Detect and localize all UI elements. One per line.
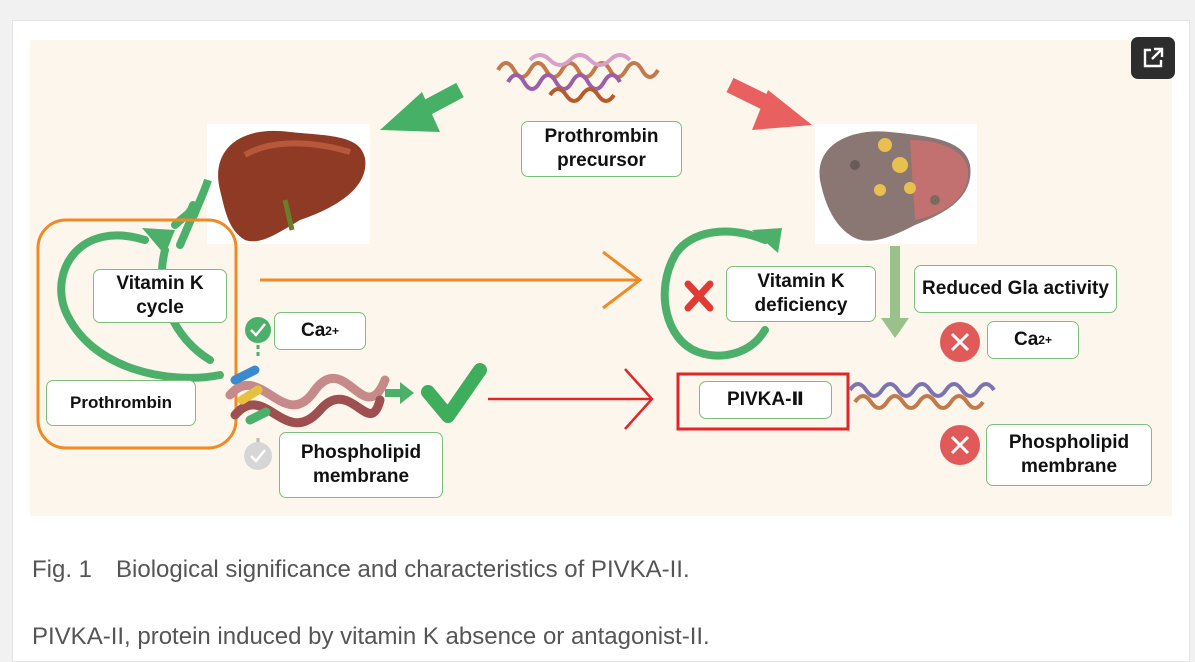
label-phospholipid-right: Phospholipid membrane [986,424,1152,486]
red-arrow-line [488,368,654,430]
label-vitamin-k-deficiency: Vitamin K deficiency [726,266,876,322]
cycle-arrowhead-icon [142,228,175,255]
label-reduced-gla: Reduced Gla activity [914,265,1117,313]
calcium-text: Ca [301,320,326,342]
label-vitamin-k-cycle: Vitamin K cycle [93,269,227,323]
cross-icon [940,322,980,362]
check-icon [245,317,271,343]
cross-icon [684,280,714,312]
precursor-protein-icon [496,53,660,103]
orange-arrow-icon [260,250,643,310]
external-link-icon [1143,47,1164,68]
diseased-liver-icon [815,124,977,244]
caption-text: Biological significance and characterist… [116,556,690,583]
highlight-red-frame [676,372,850,431]
label-pivka: PIVKA-Ⅱ [699,381,832,419]
cycle-arrowhead-icon [752,228,782,253]
pivka-protein-icon [848,382,996,410]
green-arrow-icon [380,82,464,132]
figure-diagram: Prothrombin precursor Vitamin K cycle Pr… [30,40,1172,516]
cross-icon [940,425,980,465]
abbreviation-note: PIVKA-II, protein induced by vitamin K a… [32,623,710,650]
label-prothrombin: Prothrombin [46,380,196,426]
green-arrow-icon [385,382,414,404]
check-icon [244,442,272,470]
down-arrow-icon [881,246,909,338]
calcium-superscript: 2+ [325,323,339,338]
highlight-orange-frame [36,218,238,450]
figure-caption: Fig. 1 Biological significance and charac… [32,556,690,584]
label-prothrombin-precursor: Prothrombin precursor [521,121,682,177]
label-phospholipid-left: Phospholipid membrane [279,432,443,498]
prothrombin-protein-icon [225,365,390,428]
healthy-liver-icon [207,124,370,244]
deficiency-cycle-arrow [660,227,769,360]
calcium-superscript: 2+ [1038,332,1052,347]
open-external-button[interactable] [1131,37,1175,79]
calcium-text: Ca [1014,329,1039,351]
figure-number: Fig. 1 [32,556,93,583]
red-arrow-icon [726,77,812,130]
big-check-icon [421,363,487,423]
diagram-artwork [36,53,996,470]
